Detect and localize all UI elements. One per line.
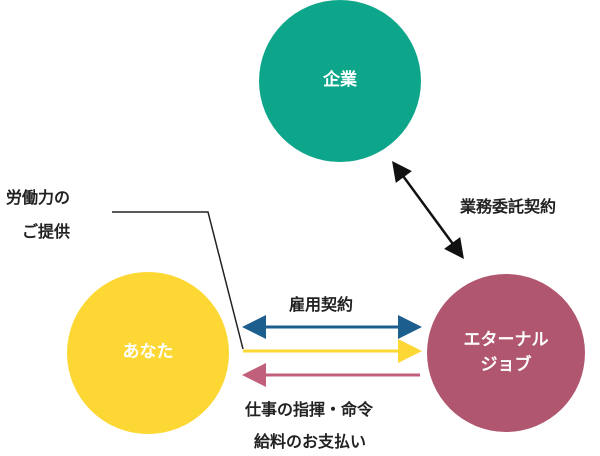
eternal-job-node: エターナル ジョブ [427,274,585,432]
outsourcing-contract-label: 業務委託契約 [460,197,557,216]
direction-label-line2: 給料のお支払い [254,432,367,451]
you-node: あなた [67,272,229,434]
labor-leader-line [112,211,244,350]
employment-contract-label: 雇用契約 [289,295,354,314]
labor-label-line2: ご提供 [22,222,71,241]
eternal-label-line1: エターナル [463,329,549,350]
outsourcing-arrow [392,160,464,260]
labor-label-line1: 労働力の [6,188,71,207]
company-label: 企業 [323,70,357,91]
direction-label-line1: 仕事の指揮・命令 [245,400,374,419]
eternal-label-line2: ジョブ [480,355,532,375]
you-label: あなた [122,342,174,363]
company-node: 企業 [259,0,421,162]
